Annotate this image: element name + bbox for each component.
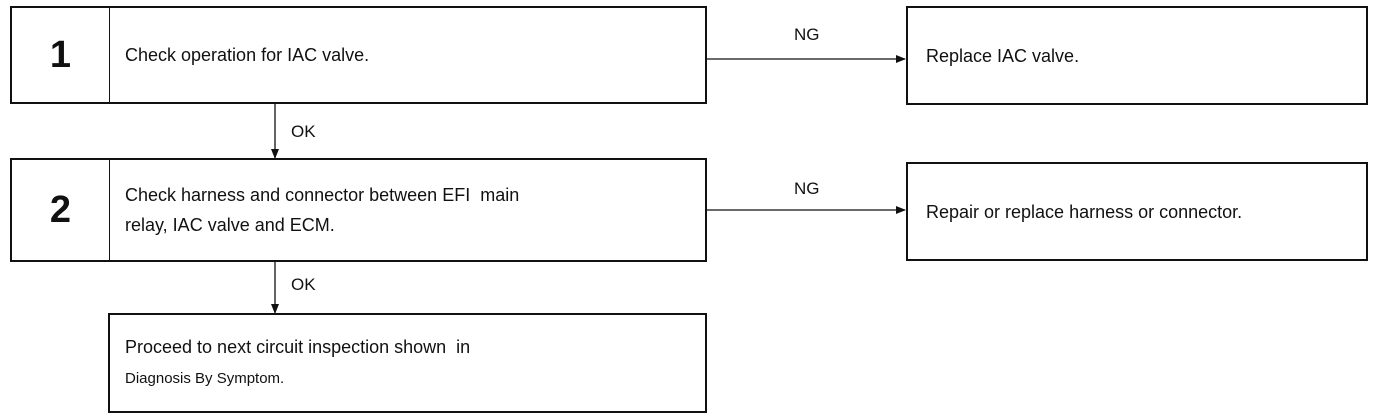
step-2-text: Check harness and connector between EFI … [110, 160, 705, 260]
ok-label-1: OK [291, 122, 316, 141]
final-text: Proceed to next circuit inspection shown… [110, 315, 705, 411]
step-1-label: Check operation for IAC valve. [125, 45, 370, 65]
result-2-box: Repair or replace harness or connector. [906, 162, 1368, 261]
ng-label-2: NG [794, 179, 820, 198]
step-1-box: 1 Check operation for IAC valve. [10, 6, 707, 104]
step-2-box: 2 Check harness and connector between EF… [10, 158, 707, 262]
step-2-line-1: Check harness and connector between EFI … [125, 185, 520, 205]
ng-label-1: NG [794, 25, 820, 44]
final-line-2: Diagnosis By Symptom. [125, 370, 285, 387]
final-box: Proceed to next circuit inspection shown… [108, 313, 707, 413]
result-1-text: Replace IAC valve. [926, 45, 1080, 66]
step-1-text: Check operation for IAC valve. [110, 8, 705, 102]
step-2-number: 2 [12, 160, 110, 260]
final-line-1: Proceed to next circuit inspection shown… [125, 337, 471, 357]
step-1-number: 1 [12, 8, 110, 102]
ok-label-2: OK [291, 275, 316, 294]
result-2-text: Repair or replace harness or connector. [926, 201, 1243, 222]
step-2-line-2: relay, IAC valve and ECM. [125, 215, 335, 235]
result-1-box: Replace IAC valve. [906, 6, 1368, 105]
